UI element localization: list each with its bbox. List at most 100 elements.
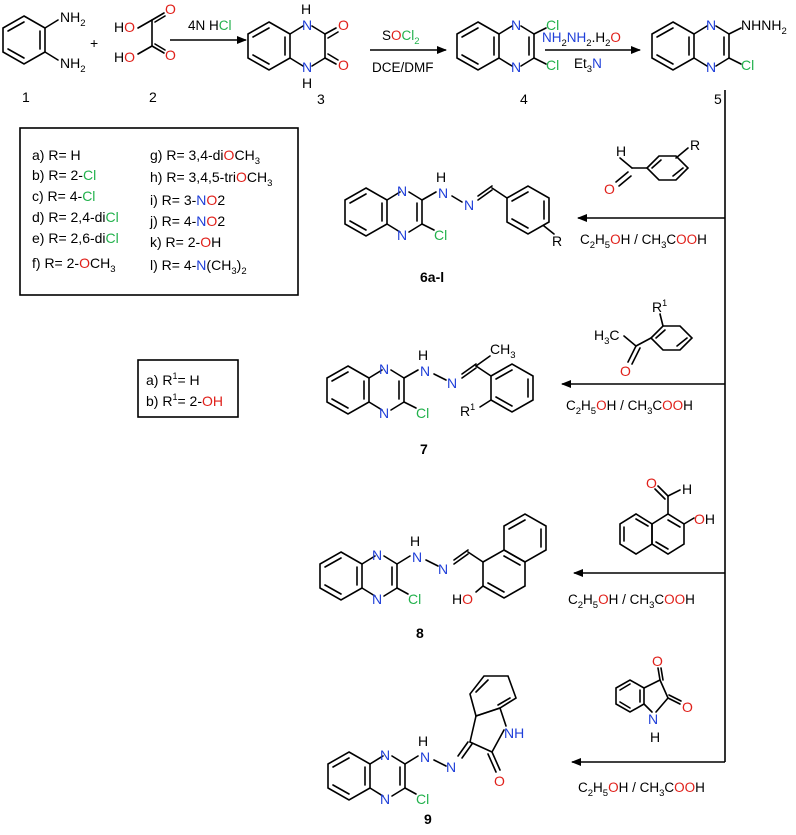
compound-label-8: 8 — [416, 625, 424, 641]
nitrogen-atom: N — [397, 227, 407, 243]
nitrogen-atom: N — [438, 561, 448, 577]
nitrogen-atom: N — [372, 591, 382, 607]
nh-hydrogen: H — [650, 729, 660, 745]
aldehyde-oxygen: O — [604, 181, 615, 197]
nh-hydrogen: H — [418, 347, 428, 363]
compound-label-1: 1 — [22, 89, 30, 105]
hydroxyl-group: HO — [114, 49, 135, 65]
substituent-legend-7 — [137, 359, 239, 418]
nitrogen-atom: N — [380, 747, 390, 763]
reagent-hcl: 4N HCl — [188, 18, 232, 33]
compound-7-structure: N N Cl H N N CH3 R1 — [326, 341, 534, 421]
amine-group-1: NH2 — [60, 9, 86, 29]
legend-item-6a: a) R= H — [32, 147, 81, 163]
compound-2-structure: HO O HO O — [114, 1, 176, 65]
chlorine-atom: Cl — [546, 57, 559, 73]
nh-hydrogen: H — [418, 733, 428, 749]
compound-3-structure: H N N H O O — [247, 1, 349, 91]
nitrogen-atom: N — [380, 791, 390, 807]
legend-item-6g: g) R= 3,4-diOCH3 — [150, 147, 260, 167]
hydroxyl-group: OH — [694, 511, 715, 527]
compound-label-5: 5 — [714, 91, 722, 107]
compound-label-7: 7 — [420, 441, 428, 457]
nh-hydrogen: H — [301, 1, 311, 17]
nitrogen-atom: N — [397, 183, 407, 199]
substituent-legend-6 — [19, 127, 299, 296]
methyl-group: CH3 — [490, 341, 516, 361]
reagent-benzaldehyde: H O R — [604, 137, 700, 197]
nitrogen-atom: N — [464, 197, 474, 213]
reagent-socl2: SOCl2 — [382, 28, 420, 47]
legend-item-6h: h) R= 3,4,5-triOCH3 — [150, 169, 272, 189]
chlorine-atom: Cl — [434, 227, 447, 243]
compound-label-9: 9 — [424, 811, 432, 827]
reagent-hydrazine-hydrate: NH2NH2.H2O — [542, 30, 621, 49]
reagent-hydroxynaphthaldehyde: O H OH — [619, 475, 715, 555]
nitrogen-atom: N — [706, 59, 716, 75]
lactam-oxygen: O — [682, 699, 693, 715]
r1-substituent: R1 — [460, 402, 475, 419]
plus-sign: + — [90, 35, 98, 51]
nitrogen-atom: N — [706, 17, 716, 33]
nh-hydrogen: H — [436, 169, 446, 185]
ketone-oxygen: O — [620, 363, 631, 379]
amine-group-2: NH2 — [60, 55, 86, 75]
compound-4-structure: N N Cl Cl — [456, 17, 559, 75]
carbonyl-oxygen: O — [338, 57, 349, 73]
nitrogen-atom: N — [447, 375, 457, 391]
solvent-ethanol-acetic-acid: C2H5OH / CH3COOH — [566, 398, 693, 417]
compound-9-structure: N N Cl H N N NH O — [327, 675, 524, 807]
carbonyl-oxygen: O — [165, 1, 176, 17]
compound-1-structure: NH2 NH2 — [2, 9, 86, 75]
reagent-acetophenone: H3C O R1 — [594, 298, 694, 379]
compound-6-structure: N N Cl H N N R — [344, 169, 562, 249]
ketone-oxygen: O — [652, 653, 663, 669]
chlorine-atom: Cl — [416, 791, 429, 807]
aldehyde-oxygen: O — [646, 475, 657, 491]
hydroxyl-group: HO — [452, 591, 473, 607]
compound-label-3: 3 — [317, 91, 325, 107]
aldehyde-hydrogen: H — [616, 143, 626, 159]
legend-item-6k: k) R= 2-OH — [150, 234, 221, 250]
carbonyl-oxygen: O — [338, 17, 349, 33]
compound-label-2: 2 — [149, 89, 157, 105]
legend-item-6j: j) R= 4-NO2 — [149, 213, 225, 229]
nitrogen-atom: N — [379, 405, 389, 421]
methyl-group: H3C — [594, 327, 620, 347]
legend-item-7b: b) R1= 2-OH — [146, 392, 223, 409]
chlorine-atom: Cl — [408, 591, 421, 607]
compound-5-structure: N N NHNH2 Cl — [651, 17, 787, 75]
compound-label-4: 4 — [520, 91, 528, 107]
legend-item-6l: l) R= 4-N(CH3)2 — [150, 257, 247, 277]
solvent-ethanol-acetic-acid: C2H5OH / CH3COOH — [568, 592, 695, 611]
r-substituent: R — [690, 137, 700, 153]
legend-item-6i: i) R= 3-NO2 — [150, 192, 225, 208]
nitrogen-atom: N — [302, 59, 312, 75]
nh-hydrogen: H — [410, 533, 420, 549]
nitrogen-atom: N — [420, 749, 430, 765]
chlorine-atom: Cl — [546, 17, 559, 33]
nh-hydrogen: H — [302, 75, 312, 91]
nitrogen-atom: N — [372, 547, 382, 563]
lactam-nh: NH — [504, 725, 524, 741]
nitrogen-atom: N — [511, 17, 521, 33]
nitrogen-atom: N — [302, 17, 312, 33]
aldehyde-hydrogen: H — [682, 481, 692, 497]
nitrogen-atom: N — [446, 759, 456, 775]
hydrazinyl-group: NHNH2 — [741, 17, 787, 37]
reagent-isatin: O O N H — [615, 653, 693, 745]
nitrogen-atom: N — [438, 185, 448, 201]
legend-item-6b: b) R= 2-Cl — [32, 167, 96, 183]
hydroxyl-group: HO — [114, 19, 135, 35]
chlorine-atom: Cl — [416, 405, 429, 421]
reagent-solvent-dce-dmf: DCE/DMF — [372, 60, 434, 75]
reagent-triethylamine: Et3N — [574, 56, 602, 75]
nitrogen-atom: N — [511, 59, 521, 75]
carbonyl-oxygen: O — [494, 773, 505, 789]
compound-8-structure: N N Cl H N N HO — [319, 513, 547, 607]
chlorine-atom: Cl — [741, 57, 754, 73]
compound-label-6: 6a-l — [420, 269, 444, 285]
solvent-ethanol-acetic-acid: C2H5OH / CH3COOH — [580, 232, 707, 251]
solvent-ethanol-acetic-acid: C2H5OH / CH3COOH — [578, 780, 705, 799]
